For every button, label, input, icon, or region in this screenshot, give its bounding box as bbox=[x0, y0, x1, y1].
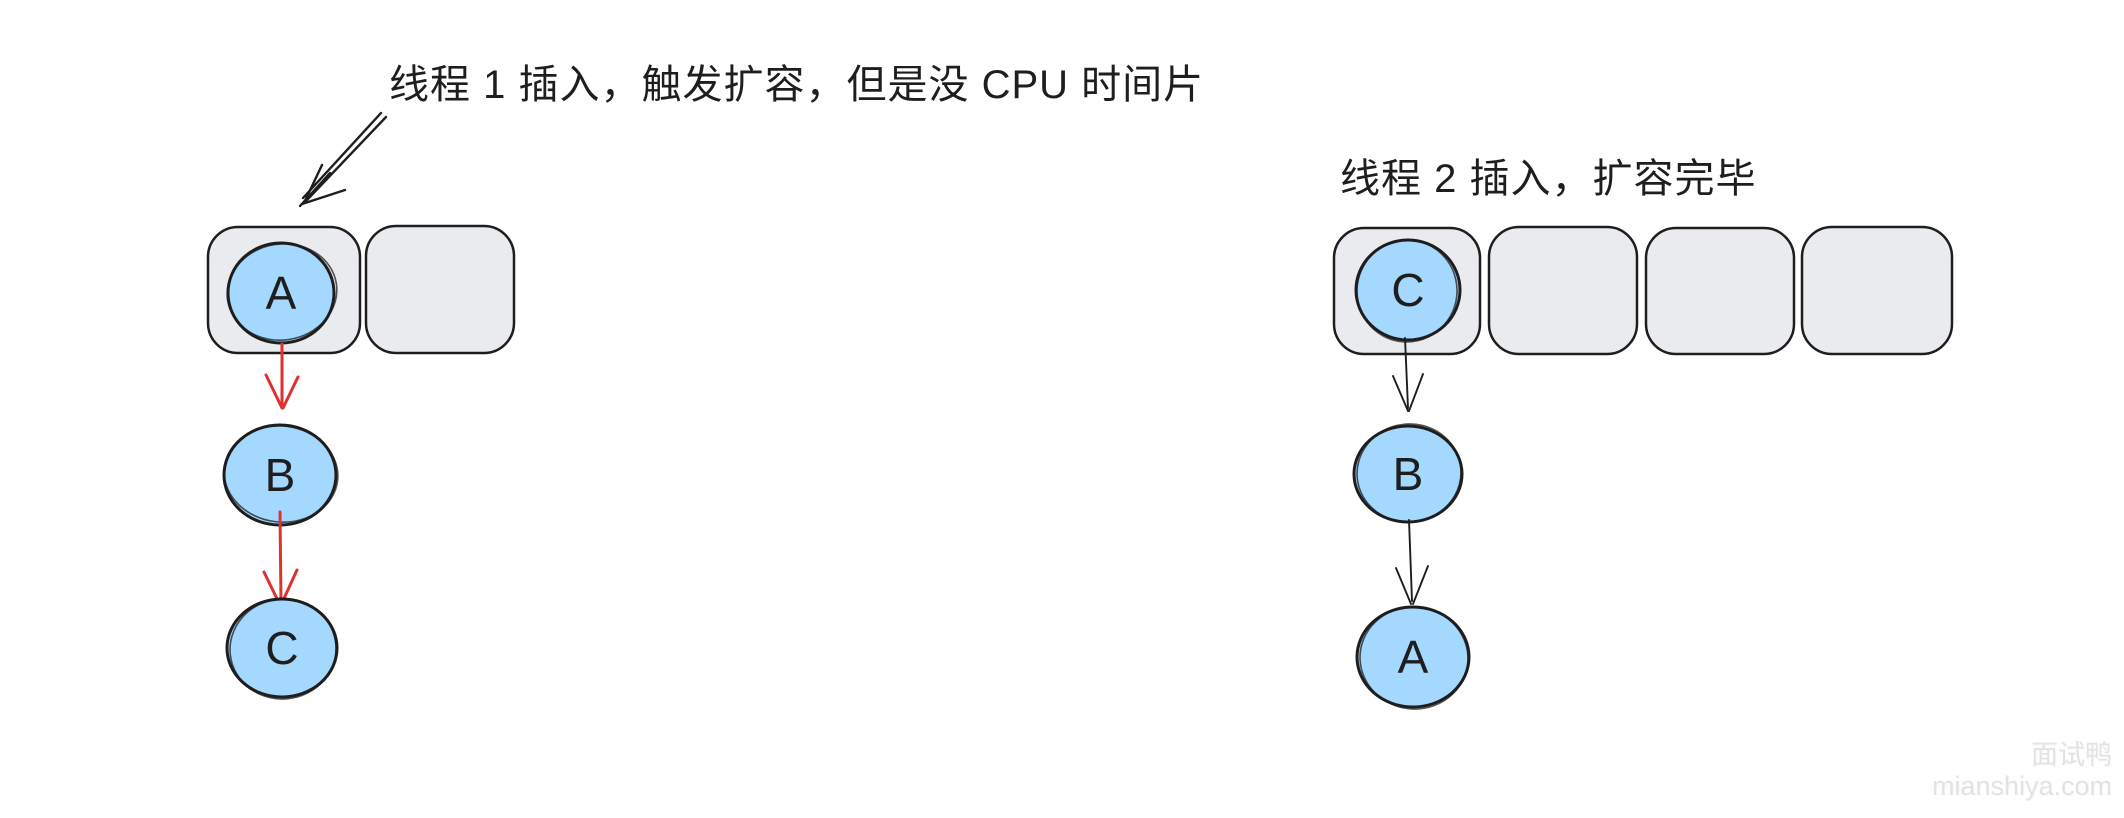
caption-thread1: 线程 1 插入，触发扩容，但是没 CPU 时间片 bbox=[389, 63, 1205, 107]
right-bucket-1 bbox=[1487, 225, 1639, 356]
left-arrow-b-to-c bbox=[262, 510, 299, 607]
right-bucket-3 bbox=[1800, 225, 1954, 356]
left-node-c-label: C bbox=[265, 622, 298, 674]
right-node-a-label: A bbox=[1398, 631, 1429, 683]
right-node-a-overdraw bbox=[1359, 606, 1469, 710]
right-arrow-b-to-a bbox=[1395, 519, 1429, 605]
left-node-b-label: B bbox=[265, 449, 296, 501]
left-node-b-overdraw bbox=[223, 425, 339, 523]
watermark-brand: 面试鸭 bbox=[2031, 740, 2112, 770]
left-node-a-overdraw bbox=[226, 243, 338, 341]
right-node-c-overdraw bbox=[1356, 239, 1458, 343]
caption-thread2: 线程 2 插入，扩容完毕 bbox=[1340, 157, 1757, 201]
left-bucket-1 bbox=[364, 224, 516, 355]
left-arrow-a-to-b bbox=[264, 342, 300, 410]
left-node-c-overdraw bbox=[229, 598, 337, 700]
right-node-b-overdraw bbox=[1356, 423, 1462, 523]
right-bucket-2 bbox=[1644, 226, 1796, 356]
watermark: 面试鸭 mianshiya.com bbox=[1932, 740, 2112, 802]
watermark-domain: mianshiya.com bbox=[1931, 771, 2112, 802]
left-node-a-label: A bbox=[266, 267, 297, 319]
right-node-b-label: B bbox=[1393, 448, 1424, 500]
annotation-arrow-icon bbox=[298, 111, 388, 208]
right-chain: C B A bbox=[1352, 238, 1471, 710]
right-arrow-c-to-b bbox=[1392, 337, 1424, 412]
right-node-c-label: C bbox=[1391, 264, 1424, 316]
left-chain: A B C bbox=[222, 241, 339, 700]
